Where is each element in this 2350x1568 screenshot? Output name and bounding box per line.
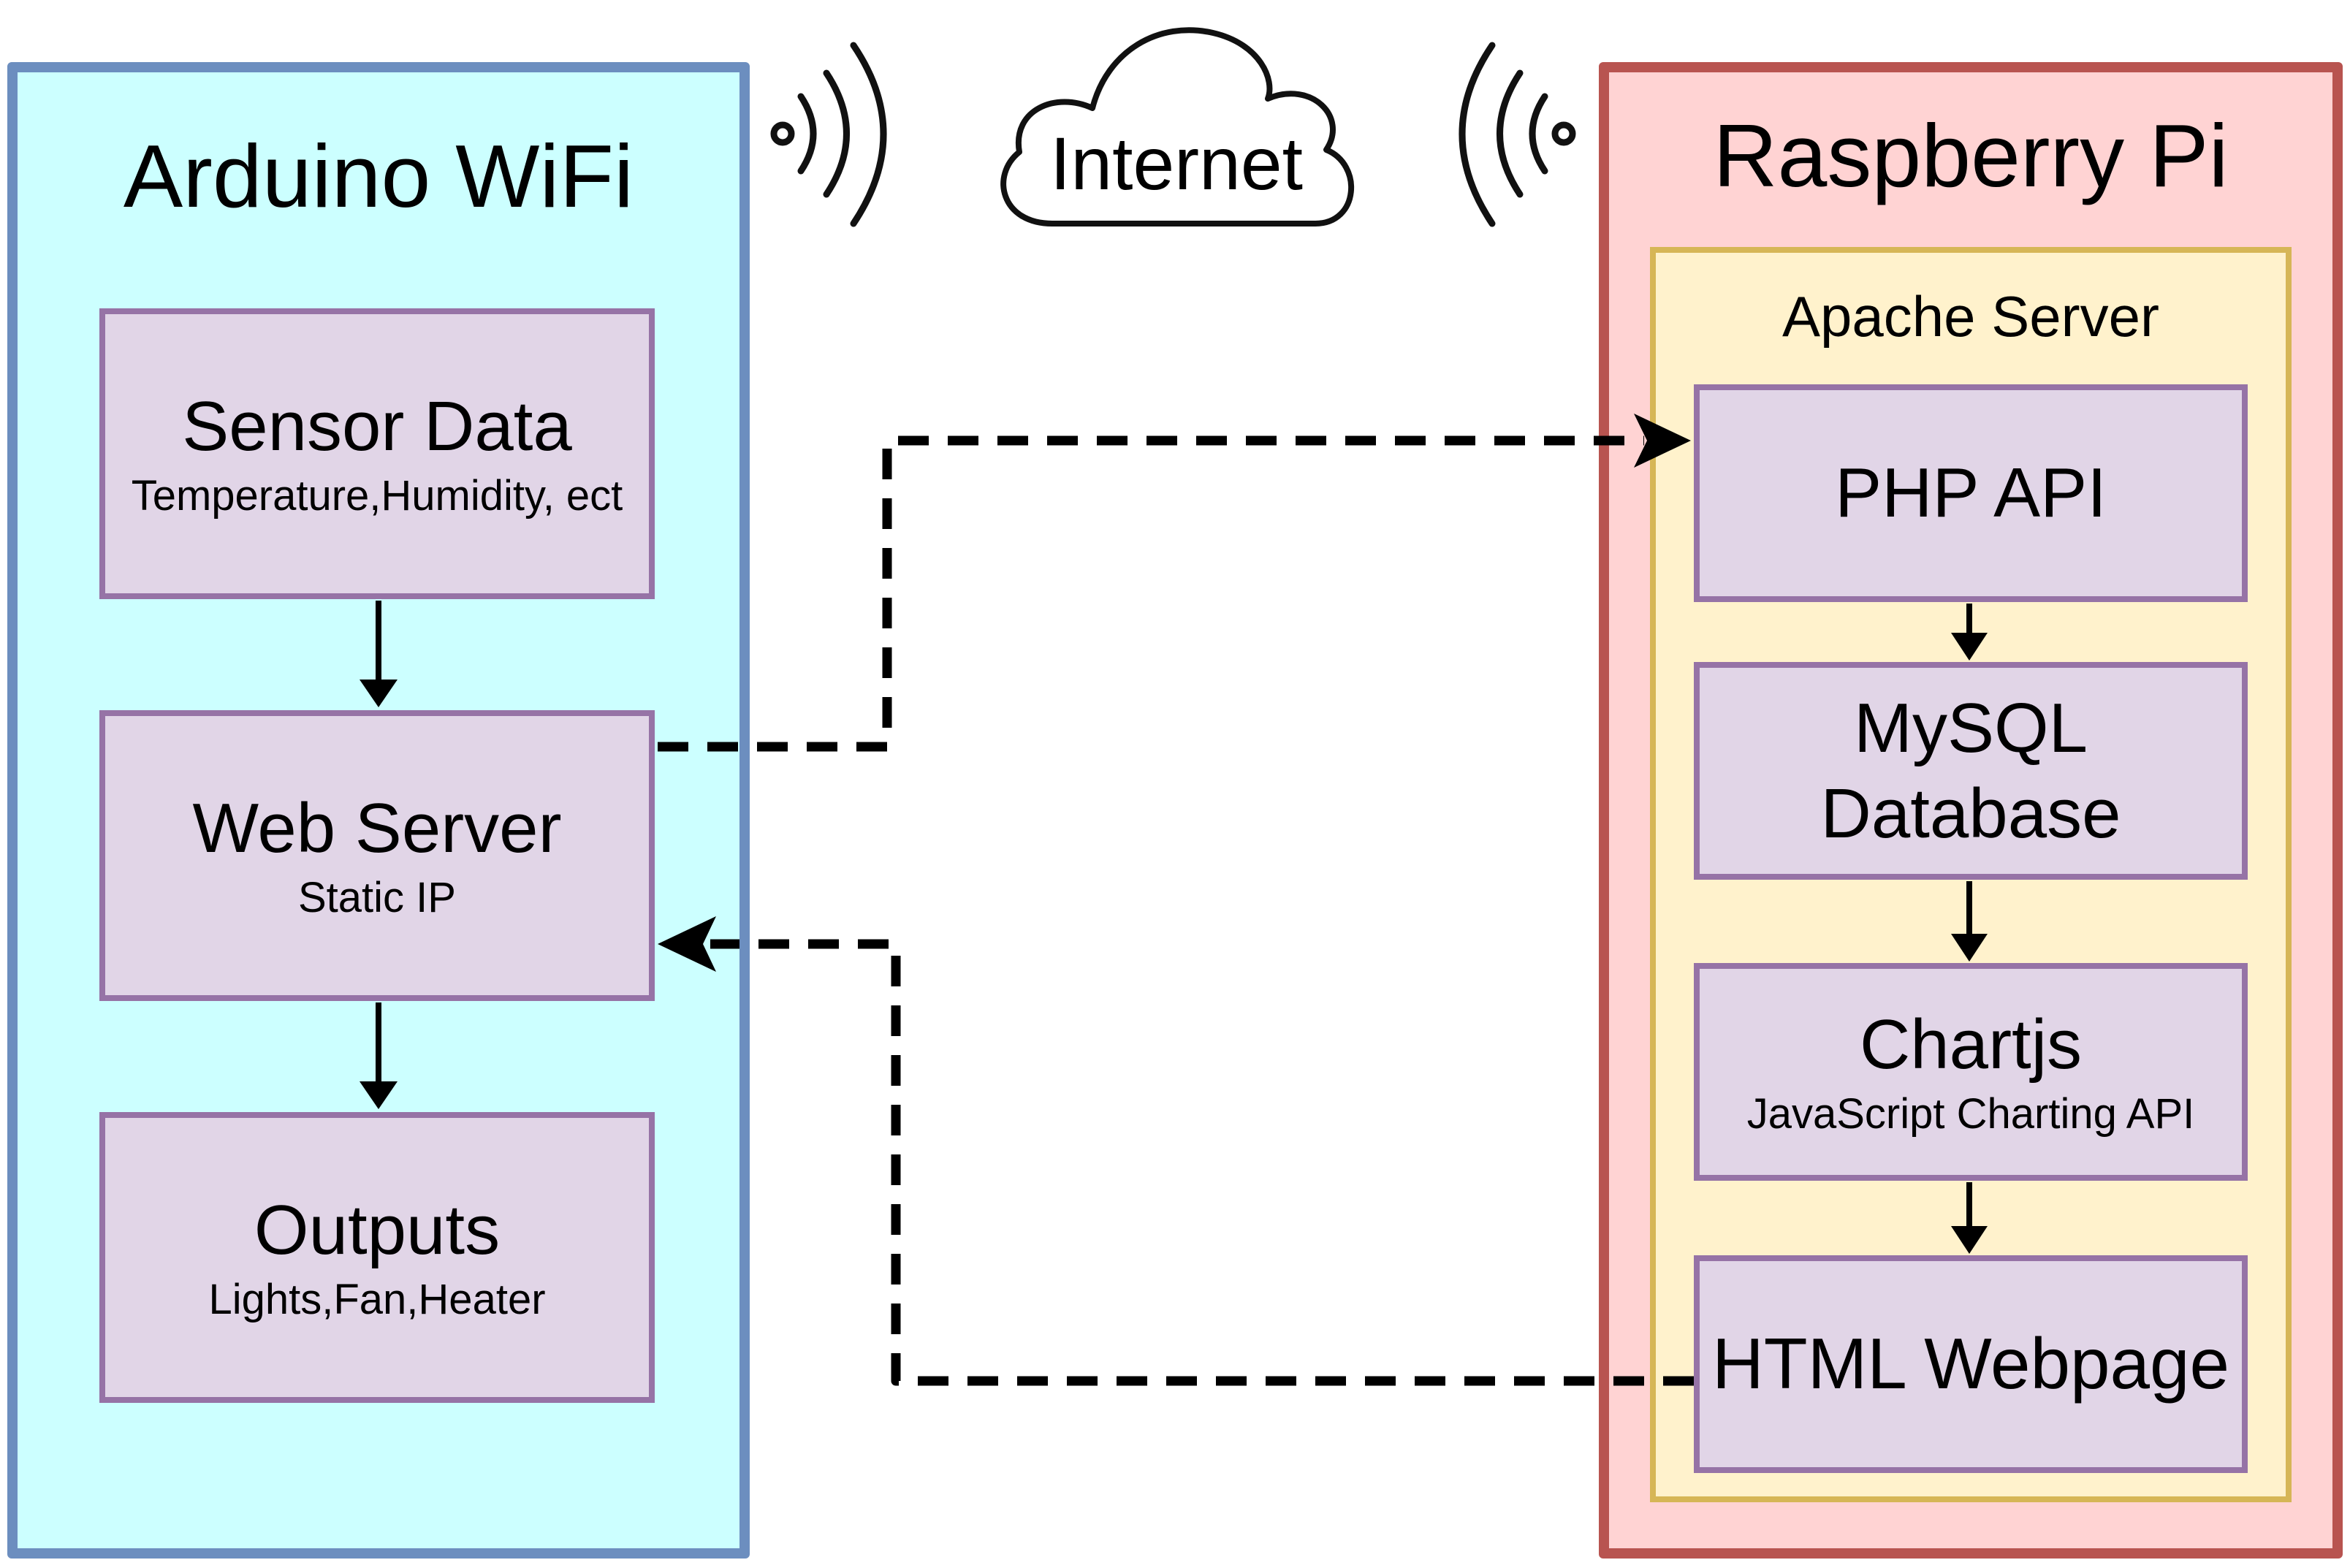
sensor-data-subtitle: Temperature,Humidity, ect xyxy=(131,471,623,520)
internet-label: Internet xyxy=(1050,122,1303,205)
arrow-mysql-to-chartjs xyxy=(1951,881,1988,962)
wifi-right-icon xyxy=(1459,42,1576,227)
web-server-title: Web Server xyxy=(192,788,562,867)
arrow-sensor-to-webserver xyxy=(360,601,398,707)
web-server-box: Web Server Static IP xyxy=(99,710,655,1001)
chartjs-title: Chartjs xyxy=(1859,1005,2083,1084)
html-webpage-title: HTML Webpage xyxy=(1711,1323,2230,1404)
arrow-php-to-mysql xyxy=(1951,604,1988,661)
web-server-subtitle: Static IP xyxy=(298,873,456,921)
html-webpage-box: HTML Webpage xyxy=(1694,1255,2248,1473)
sensor-data-box: Sensor Data Temperature,Humidity, ect xyxy=(99,308,655,599)
mysql-database-line2: Database xyxy=(1820,775,2121,853)
dashed-arrow-webserver-to-php xyxy=(658,414,1691,752)
arrow-webserver-to-outputs xyxy=(360,1002,398,1109)
php-api-title: PHP API xyxy=(1835,454,2107,533)
cloud-icon xyxy=(1000,27,1354,227)
wifi-left-icon xyxy=(770,42,887,227)
raspberry-pi-title: Raspberry Pi xyxy=(1713,106,2229,205)
arrow-chartjs-to-html xyxy=(1951,1182,1988,1254)
php-api-box: PHP API xyxy=(1694,384,2248,602)
dashed-arrow-html-to-webserver xyxy=(658,916,1694,1386)
chartjs-box: Chartjs JavaScript Charting API xyxy=(1694,963,2248,1181)
arduino-wifi-title: Arduino WiFi xyxy=(123,126,634,226)
apache-server-title: Apache Server xyxy=(1782,284,2159,349)
outputs-box: Outputs Lights,Fan,Heater xyxy=(99,1112,655,1403)
outputs-subtitle: Lights,Fan,Heater xyxy=(208,1275,546,1323)
mysql-database-line1: MySQL xyxy=(1853,688,2088,767)
chartjs-subtitle: JavaScript Charting API xyxy=(1746,1089,2195,1138)
mysql-database-box: MySQL Database xyxy=(1694,662,2248,880)
sensor-data-title: Sensor Data xyxy=(182,387,572,465)
outputs-title: Outputs xyxy=(254,1190,501,1269)
